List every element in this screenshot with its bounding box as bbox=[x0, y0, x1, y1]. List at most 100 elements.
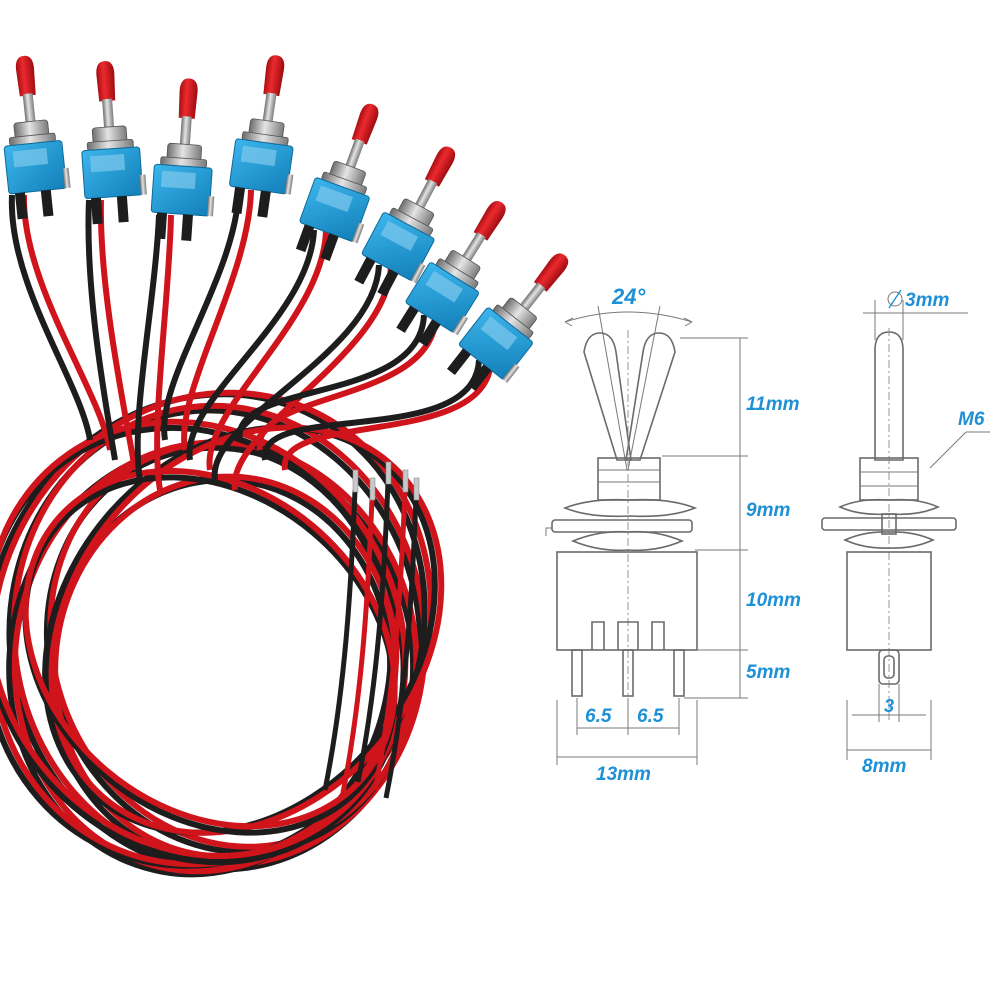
shrink-tube bbox=[467, 364, 492, 392]
switch-label-plate bbox=[380, 220, 419, 251]
wire-loop-red bbox=[48, 424, 445, 836]
terminal-tab bbox=[502, 363, 520, 383]
terminal-tab bbox=[62, 167, 71, 189]
lever-cap bbox=[263, 55, 285, 97]
shrink-tube bbox=[257, 190, 271, 218]
switch-label-plate bbox=[160, 170, 196, 190]
shrink-tube bbox=[418, 319, 441, 347]
wire-end-lead bbox=[322, 489, 358, 791]
toggle-switch bbox=[229, 55, 294, 218]
lever-shaft bbox=[414, 178, 438, 211]
switch-body bbox=[3, 140, 67, 195]
toggle-switch bbox=[295, 103, 379, 262]
shrink-tube bbox=[181, 214, 193, 241]
switch-label-plate bbox=[240, 145, 277, 167]
lever-shaft bbox=[262, 92, 277, 124]
side-view-drawing: 3mm M6 3 8mm bbox=[821, 289, 990, 777]
lead-wires bbox=[8, 189, 494, 491]
wire-end-lead bbox=[339, 497, 375, 799]
lead-wire-red bbox=[231, 264, 394, 491]
terminal-tab bbox=[284, 174, 294, 195]
lever-cap bbox=[96, 61, 116, 102]
shrink-tube bbox=[155, 212, 168, 240]
shrink-tube bbox=[396, 305, 419, 333]
wire-loop-red bbox=[0, 389, 434, 868]
lever-cap bbox=[533, 253, 569, 292]
wire-end-lead bbox=[355, 481, 391, 783]
switch-body bbox=[299, 177, 370, 242]
stripped-copper-tip bbox=[369, 477, 376, 501]
lead-wire-black bbox=[236, 314, 427, 441]
lead-wire-red bbox=[154, 214, 174, 491]
wire-end-lead bbox=[372, 489, 408, 791]
lead-wire-black bbox=[161, 189, 242, 441]
pin-width-label: 3 bbox=[884, 696, 894, 716]
shrink-tube bbox=[116, 195, 129, 223]
stripped-copper-tip bbox=[385, 461, 392, 485]
shrink-tube bbox=[40, 189, 54, 217]
shrink-tube bbox=[90, 197, 103, 225]
switch-body bbox=[459, 307, 533, 380]
shrink-tube bbox=[14, 192, 28, 220]
angle-label: 24° bbox=[611, 284, 645, 309]
lead-wire-black bbox=[85, 199, 118, 461]
switch-body bbox=[361, 212, 435, 281]
stripped-copper-tip bbox=[413, 477, 420, 501]
shrink-tube bbox=[447, 348, 471, 376]
switch-body bbox=[405, 262, 479, 333]
height-body-label: 10mm bbox=[746, 590, 801, 611]
front-view-drawing: 24° 11mm 9mm 10mm 5mm bbox=[545, 284, 801, 785]
wire-loop-black bbox=[22, 474, 398, 836]
stripped-wire-ends bbox=[322, 461, 420, 799]
lever-cap bbox=[351, 103, 379, 145]
wire-loop-black bbox=[0, 424, 407, 866]
lever-shaft bbox=[102, 98, 115, 130]
terminal-tab bbox=[139, 174, 147, 195]
height-pin-label: 5mm bbox=[746, 662, 790, 683]
diameter-symbol-icon bbox=[887, 289, 903, 309]
lever-shaft bbox=[519, 282, 546, 313]
lead-wire-red bbox=[181, 189, 254, 451]
switch-label-plate bbox=[480, 316, 518, 351]
toggle-switch bbox=[81, 61, 147, 225]
lever-shaft bbox=[344, 138, 365, 170]
stripped-copper-tip bbox=[402, 469, 409, 493]
lead-wire-black bbox=[186, 229, 317, 461]
terminal-tab bbox=[351, 222, 365, 244]
stripped-copper-tip bbox=[352, 469, 359, 493]
front-width-label: 13mm bbox=[596, 764, 651, 785]
shrink-tube bbox=[354, 256, 376, 285]
pitch-left-label: 6.5 bbox=[585, 706, 612, 727]
height-bushing-label: 9mm bbox=[746, 500, 790, 521]
lead-wire-black bbox=[8, 194, 93, 441]
diameter-label: 3mm bbox=[905, 290, 949, 311]
lever-shaft bbox=[179, 116, 192, 147]
toggle-switch bbox=[3, 55, 71, 220]
toggle-switch bbox=[354, 146, 456, 297]
lever-cap bbox=[178, 78, 198, 119]
thread-label: M6 bbox=[958, 409, 985, 430]
wire-end-lead bbox=[383, 497, 419, 799]
lever-shaft bbox=[22, 93, 36, 124]
toggle-switch bbox=[150, 78, 215, 241]
terminal-tab bbox=[206, 196, 215, 217]
shrink-tube bbox=[295, 224, 315, 253]
switch-label-plate bbox=[425, 271, 463, 303]
lead-wire-red bbox=[281, 359, 494, 471]
lead-wire-red bbox=[206, 229, 329, 471]
lever-cap bbox=[473, 201, 506, 241]
wire-loop-black bbox=[42, 424, 438, 836]
lever-cap bbox=[15, 55, 36, 97]
shrink-tube bbox=[377, 269, 399, 297]
side-width-label: 8mm bbox=[862, 756, 906, 777]
switch-body bbox=[150, 163, 213, 217]
shrink-tube bbox=[231, 186, 246, 215]
terminal-tab bbox=[410, 262, 426, 284]
lead-wire-red bbox=[97, 199, 138, 471]
toggle-switch bbox=[447, 253, 569, 392]
switch-label-plate bbox=[90, 153, 126, 173]
lead-wire-red bbox=[20, 194, 113, 451]
toggle-switch bbox=[396, 201, 506, 347]
switch-label-plate bbox=[12, 147, 49, 168]
